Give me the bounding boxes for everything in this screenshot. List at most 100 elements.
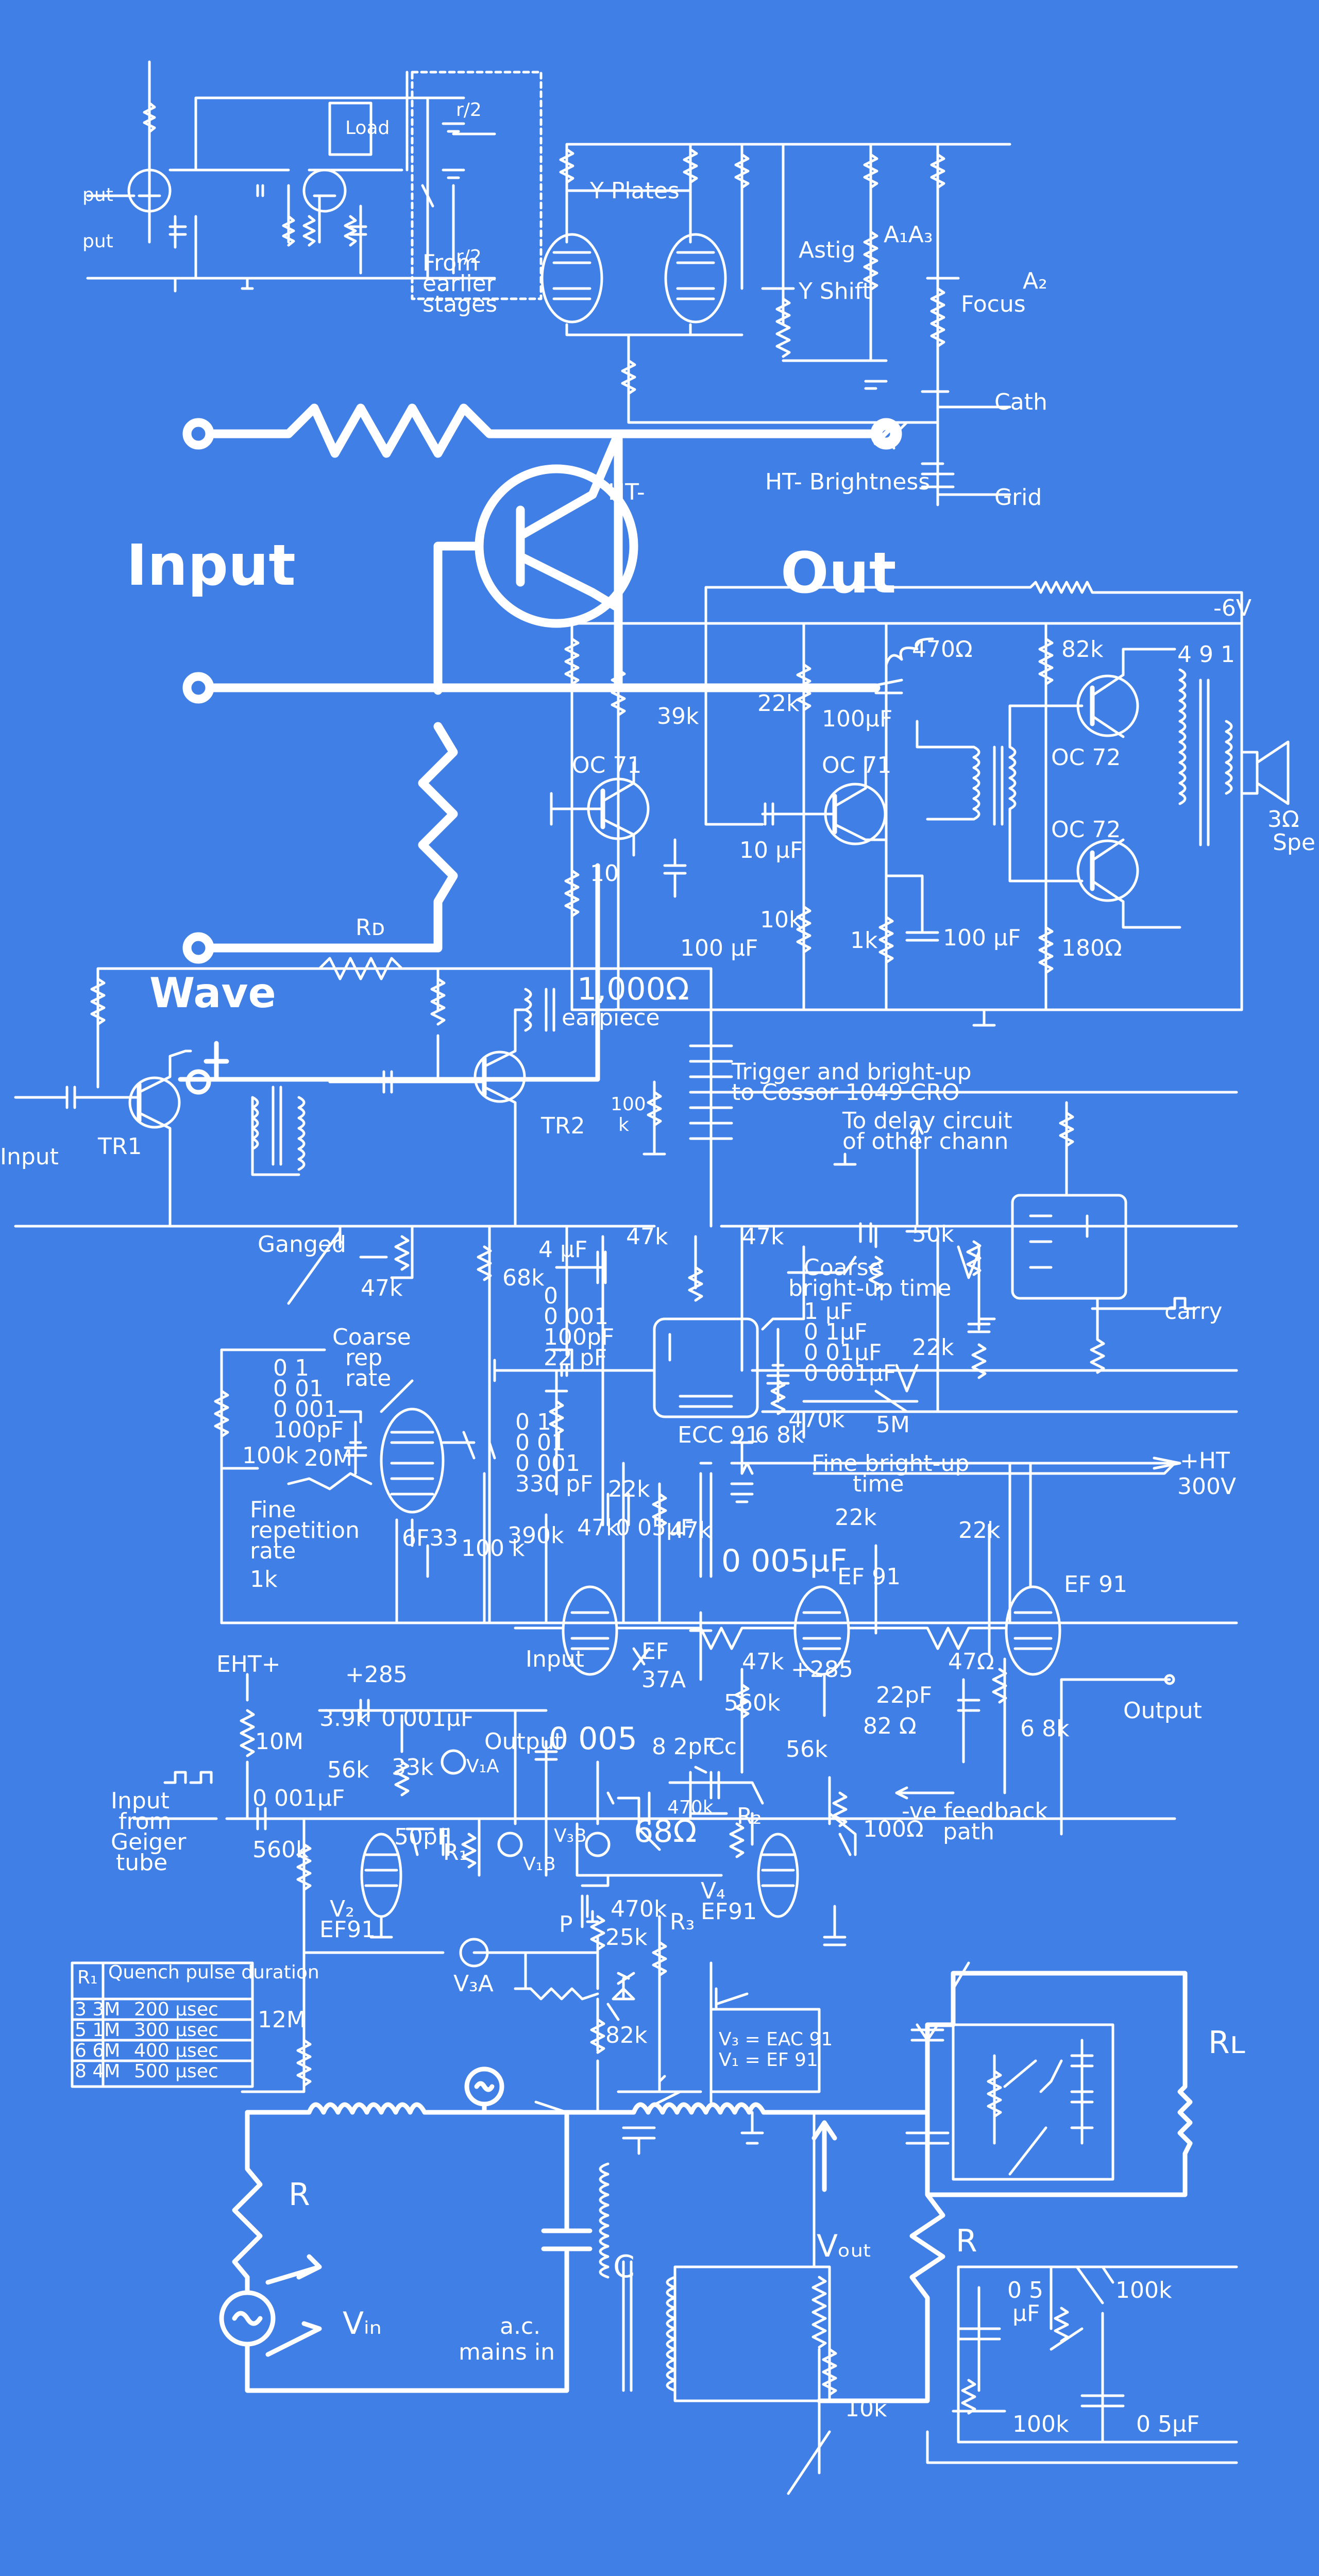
label-r68k-a: 68k bbox=[502, 1265, 545, 1291]
label-r68k-c: 6 8k bbox=[1020, 1716, 1070, 1742]
from-earlier-stages-box bbox=[411, 71, 543, 300]
label-v1eq: V₁ = EF 91 bbox=[719, 2049, 818, 2071]
label-geiger-3: Geiger bbox=[111, 1829, 187, 1855]
label-c05-a: 0 5 bbox=[1007, 2277, 1043, 2303]
crt-tube-right bbox=[664, 233, 727, 324]
quench-row-1-r: 5 1M bbox=[75, 2020, 120, 2041]
label-coarse-rep-1: Coarse bbox=[332, 1324, 411, 1350]
label-r39k-b: 3.9k bbox=[319, 1705, 369, 1732]
label-r100k-a: 100k bbox=[242, 1443, 299, 1469]
label-minus6v: -6V bbox=[1213, 595, 1252, 621]
label-cath: Cath bbox=[994, 389, 1047, 415]
neon-v1b bbox=[497, 1832, 523, 1857]
label-ht300-b: 300V bbox=[1177, 1473, 1236, 1500]
label-eht: EHT+ bbox=[216, 1651, 281, 1677]
tube-ef91-a bbox=[793, 1585, 850, 1676]
label-ef91-b: EF 91 bbox=[1064, 1571, 1127, 1598]
label-ac-1: a.c. bbox=[500, 2313, 540, 2340]
label-c0005-b: 0 005 bbox=[549, 1721, 637, 1757]
cap-list-a-2: 0 001 bbox=[273, 1396, 338, 1422]
label-fine-rep-3: rate bbox=[250, 1538, 296, 1564]
label-c005uF: 0 05µF bbox=[616, 1515, 694, 1541]
label-ht-brightness: HT- Brightness bbox=[765, 469, 930, 495]
label-r5m: 5M bbox=[876, 1412, 910, 1438]
triode-v2 bbox=[302, 168, 347, 213]
label-r68k-b: 6 8k bbox=[755, 1422, 804, 1448]
label-r56k: 56k bbox=[327, 1757, 369, 1783]
v3-potentiometer-schematic: P 25k 470k R₃ V₃A 12M 82k V₃ = EAC 91 V₁… bbox=[258, 1896, 833, 2114]
label-r10: 10 bbox=[590, 860, 619, 887]
label-c82pF: 8 2pF bbox=[652, 1734, 715, 1760]
transistor-tr1 bbox=[128, 1076, 181, 1129]
tube-ef91-b bbox=[1005, 1585, 1061, 1676]
label-v2-b: EF91 bbox=[319, 1917, 376, 1943]
crt-deflection-schematic: Y Plates Astig Y Shift A₁A₃ A₂ Focus Cat… bbox=[540, 143, 1047, 511]
label-r100k-c: 100k bbox=[1115, 2277, 1172, 2303]
label-r285-b: +285 bbox=[791, 1656, 853, 1683]
label-r-big: R bbox=[289, 2177, 310, 2213]
label-r82k-b: 82k bbox=[605, 2022, 648, 2048]
cap-list-a-1: 0 01 bbox=[273, 1376, 324, 1402]
cap-list-c-0: 1 µF bbox=[804, 1298, 853, 1325]
label-ef37a-2: 37A bbox=[641, 1667, 686, 1693]
quench-row-2-r: 6 6M bbox=[75, 2040, 120, 2061]
cap-list-b-3: 22 pF bbox=[544, 1345, 607, 1371]
label-output-a: Output bbox=[484, 1728, 563, 1755]
label-geiger-4: tube bbox=[116, 1850, 167, 1876]
label-r470k-a: 470k bbox=[788, 1406, 845, 1433]
label-r100r: 100Ω bbox=[863, 1816, 924, 1842]
label-ve-feedback-2: path bbox=[943, 1819, 994, 1845]
label-fine-rep-1: Fine bbox=[250, 1497, 296, 1523]
label-vin: Vᵢₙ bbox=[343, 2306, 382, 2342]
ef91-amplifier-schematic: Input EF 91 EF 91 EF 37A 47k 47Ω +285 56… bbox=[514, 1523, 1202, 1845]
cap-list-b: 0 0 001 100pF 22 pF bbox=[544, 1283, 614, 1371]
label-r22k-c: 22k bbox=[608, 1476, 650, 1502]
cap-list-c-1: 0 1µF bbox=[804, 1319, 867, 1345]
label-speaker-2: Spe bbox=[1273, 829, 1315, 856]
cap-list-d-1: 0 01 bbox=[515, 1430, 566, 1456]
label-r47k-a: 47k bbox=[626, 1224, 668, 1250]
tube-ecc91 bbox=[653, 1317, 759, 1418]
label-input-ef: Input bbox=[526, 1646, 584, 1672]
label-r100k-b: 100 k bbox=[461, 1535, 525, 1562]
label-wave: Wave bbox=[149, 969, 276, 1017]
label-r285: +285 bbox=[345, 1662, 408, 1688]
label-put-2: put bbox=[82, 231, 113, 252]
transformer-box bbox=[673, 2265, 831, 2402]
label-r470k-b: 470k bbox=[667, 1797, 714, 1818]
quench-table: R₁ Quench pulse duration 3 3M 200 µsec 5… bbox=[71, 1961, 319, 2088]
label-c100uF-c: 100 µF bbox=[943, 925, 1021, 951]
label-vout: Vₒᵤₜ bbox=[817, 2228, 872, 2264]
quench-row-1-t: 300 µsec bbox=[134, 2020, 218, 2041]
neon-v1a bbox=[441, 1749, 466, 1775]
tube-6f33 bbox=[380, 1408, 445, 1514]
label-oc72-b: OC 72 bbox=[1051, 817, 1121, 843]
label-r33k: 33k bbox=[392, 1754, 434, 1781]
label-y-plates: Y Plates bbox=[589, 178, 680, 204]
label-coarse-rep-3: rate bbox=[345, 1365, 391, 1392]
label-r2-b: r/2 bbox=[456, 246, 482, 267]
label-c100uF-b: 100 µF bbox=[680, 935, 758, 961]
label-ef91-a: EF 91 bbox=[837, 1564, 901, 1590]
geiger-quench-schematic: EHT+ +285 10M 3.9k 0 001µF 56k 33k V₁A I… bbox=[111, 1651, 1176, 2093]
label-stages: stages bbox=[422, 291, 497, 317]
label-r100: 100 bbox=[611, 1094, 646, 1115]
label-speaker: 3Ω bbox=[1267, 806, 1299, 833]
label-c0005: 0 005µF bbox=[721, 1543, 847, 1579]
label-fine-bright-1: Fine bright-up bbox=[811, 1450, 969, 1477]
tube-v4 bbox=[757, 1833, 799, 1918]
label-r47r: 47Ω bbox=[948, 1649, 994, 1675]
cap-list-b-1: 0 001 bbox=[544, 1303, 608, 1330]
label-astig: Astig bbox=[799, 237, 855, 263]
label-tr1: TR1 bbox=[97, 1133, 142, 1160]
label-carry: carry bbox=[1164, 1298, 1223, 1325]
wave-tr-schematic: Rᴅ Wave 1,000Ω earpiece TR1 TR2 Input 10… bbox=[0, 863, 972, 1228]
label-rl: Rʟ bbox=[1208, 2025, 1245, 2061]
label-v2: V₂ bbox=[330, 1896, 354, 1922]
label-r47r-a: 47k bbox=[742, 1649, 784, 1675]
label-r470: 470Ω bbox=[912, 636, 973, 663]
label-oc71-b: OC 71 bbox=[822, 752, 891, 778]
v3-bracket bbox=[709, 2008, 821, 2093]
cap-list-a-3: 100pF bbox=[273, 1417, 344, 1443]
